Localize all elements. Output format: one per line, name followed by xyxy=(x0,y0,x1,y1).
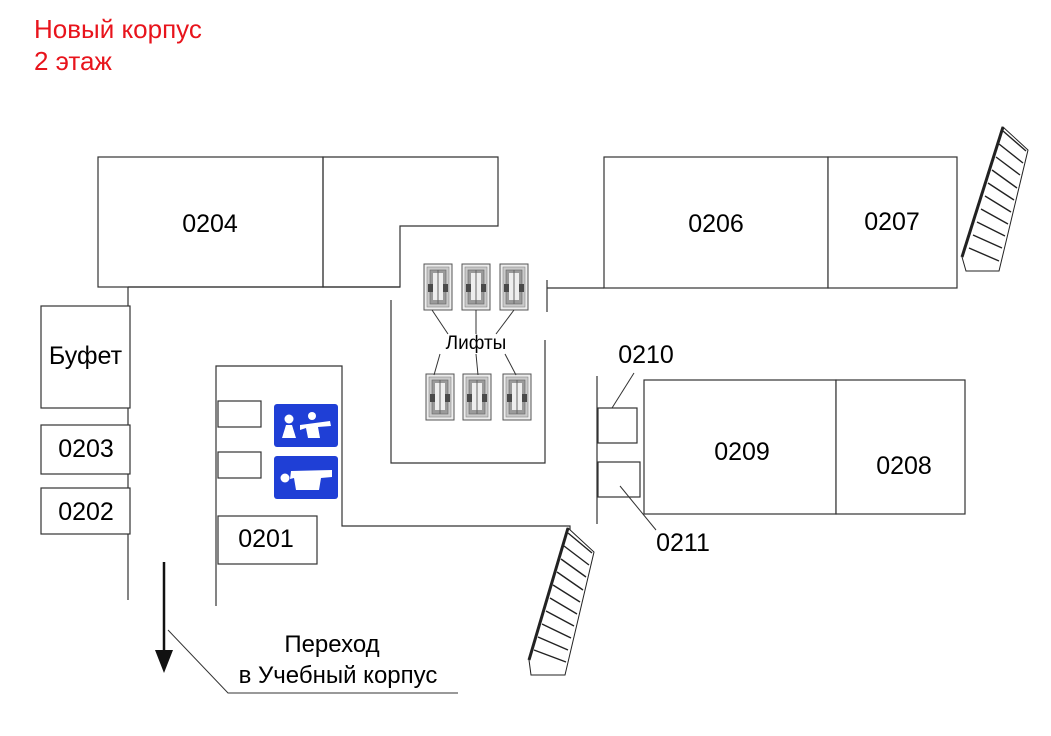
room-0203-outline xyxy=(40,424,131,475)
passage-leader xyxy=(167,629,458,694)
wc-block-wall xyxy=(215,365,571,606)
wc-cabin xyxy=(217,451,262,479)
room-0202-label[interactable]: 0202 xyxy=(58,498,114,526)
elevator-icon xyxy=(423,263,453,311)
male-restroom-icon xyxy=(274,456,338,499)
floor-title: 2 этаж xyxy=(34,46,112,76)
room-0201-outline xyxy=(217,515,318,565)
wc-cabin xyxy=(217,400,262,428)
room-0210-label[interactable]: 0210 xyxy=(618,341,674,369)
room-0203-label[interactable]: 0203 xyxy=(58,435,114,463)
room-0209-outline xyxy=(643,379,837,515)
room-0210-outline xyxy=(597,407,638,444)
room-0206-label[interactable]: 0206 xyxy=(688,210,744,238)
room-0208-label[interactable]: 0208 xyxy=(876,452,932,480)
female-restroom-icon xyxy=(274,404,338,447)
room-0209-label[interactable]: 0209 xyxy=(714,438,770,466)
elevators-label: Лифты xyxy=(445,333,507,354)
staircase-icon xyxy=(960,126,1029,272)
passage-label-line1: Переход xyxy=(284,631,380,658)
elevator-icon xyxy=(499,263,529,311)
room-0206-outline xyxy=(603,156,829,289)
buffet-outline xyxy=(40,305,131,409)
passage-label-line2: в Учебный корпус xyxy=(238,662,438,689)
building-title: Новый корпус xyxy=(34,14,202,44)
staircase-icon xyxy=(527,527,595,676)
arrow-down-icon xyxy=(155,562,173,673)
elevator-icon xyxy=(425,373,455,421)
leader-0210 xyxy=(611,372,635,409)
room-0207-label[interactable]: 0207 xyxy=(864,208,920,236)
room-0204-label[interactable]: 0204 xyxy=(182,210,238,238)
elevator-leader-lines xyxy=(431,309,517,376)
room-0207-outline xyxy=(827,156,958,289)
room-0211-label[interactable]: 0211 xyxy=(656,529,710,557)
elevator-icon xyxy=(462,373,492,421)
room-0202-outline xyxy=(40,487,131,535)
buffet-label[interactable]: Буфет xyxy=(48,342,123,370)
leader-0211 xyxy=(619,485,657,531)
room-0211-outline xyxy=(597,461,641,498)
room-0208-outline xyxy=(835,379,966,515)
room-0204-outline xyxy=(97,156,324,288)
elevator-hall-wall xyxy=(390,300,546,464)
elevator-icon xyxy=(502,373,532,421)
elevator-icon xyxy=(461,263,491,311)
room-0201-label[interactable]: 0201 xyxy=(238,525,294,553)
